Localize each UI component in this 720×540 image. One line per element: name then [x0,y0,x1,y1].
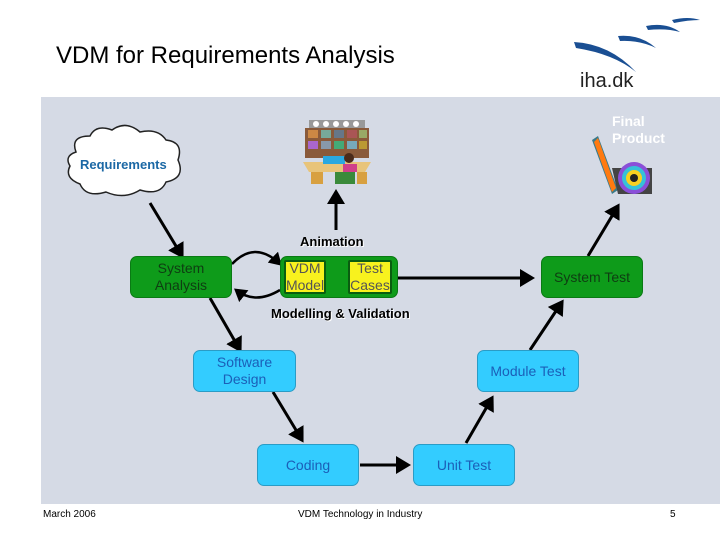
logo-text: iha.dk [580,70,634,92]
test-cases-line2: Cases [350,277,390,293]
node-module-test[interactable]: Module Test [477,350,579,392]
footer-date: March 2006 [43,509,96,520]
final-product-cd-icon [592,136,652,194]
vdm-model-line2: Model [285,277,325,293]
test-cases-line1: Test [357,260,383,276]
slide-title: VDM for Requirements Analysis [56,42,395,69]
system-analysis-line1: System [157,260,205,276]
system-test-label: System Test [554,268,630,285]
iha-logo-icon [574,18,700,72]
coding-label: Coding [285,456,331,473]
node-unit-test[interactable]: Unit Test [413,444,515,486]
final-product-line1: Final [612,113,645,129]
node-software-design[interactable]: Software Design [193,350,296,392]
unit-test-label: Unit Test [436,456,492,473]
final-product-line2: Product [612,130,665,146]
node-coding[interactable]: Coding [257,444,359,486]
vdm-model-line1: VDM [289,260,321,276]
requirements-cloud-icon [67,124,181,197]
node-test-cases[interactable]: Test Cases [348,260,392,294]
final-product-label: Final Product [612,113,665,147]
requirements-label: Requirements [80,157,167,172]
footer-page-number: 5 [670,509,676,520]
node-system-analysis[interactable]: System Analysis [130,256,232,298]
node-system-test[interactable]: System Test [541,256,643,298]
software-design-line1: Software [216,354,273,370]
footer-center-text: VDM Technology in Industry [298,509,423,520]
software-design-line2: Design [222,371,267,387]
node-vdm-model[interactable]: VDM Model [284,260,326,294]
module-test-label: Module Test [490,362,566,379]
animation-operator-icon [303,120,371,184]
animation-label: Animation [300,234,364,249]
modelling-validation-label: Modelling & Validation [271,306,410,321]
system-analysis-line2: Analysis [154,277,208,293]
